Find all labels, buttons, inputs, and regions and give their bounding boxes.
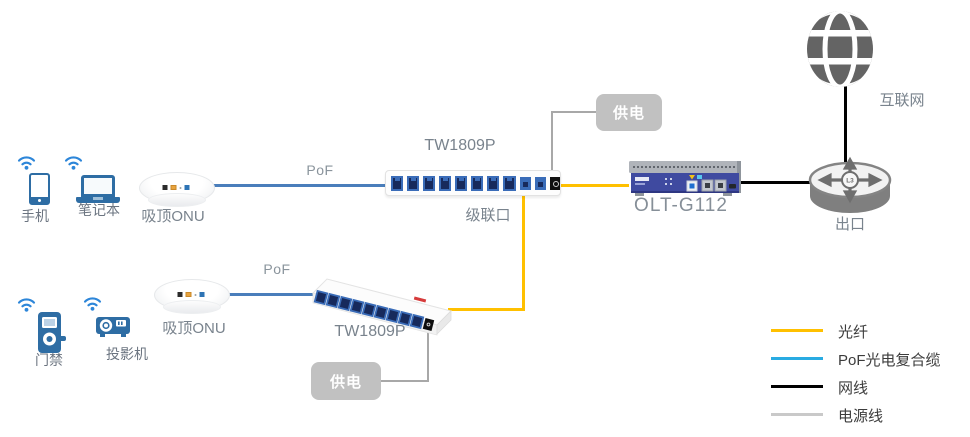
wifi-icon [64, 156, 83, 170]
uplink-port [534, 176, 546, 190]
console-port [729, 184, 736, 189]
legend-line-fiber [771, 329, 823, 332]
laptop-icon [76, 175, 120, 203]
rj45-port-row [313, 289, 435, 331]
internet-globe-icon [807, 11, 873, 87]
warning-icon [689, 175, 695, 180]
legend-label-fiber: 光纤 [838, 324, 869, 341]
ethernet-cable-olt-router [740, 181, 814, 184]
wifi-icon [17, 298, 36, 312]
rj45-port [471, 175, 484, 191]
access-control-label: 门禁 [35, 352, 63, 368]
brand-logo [413, 296, 427, 303]
fiber-cable-switch-olt [559, 184, 629, 187]
ethernet-cable-router-internet [844, 84, 847, 172]
projector-icon [96, 317, 130, 337]
switch-bottom-label: TW1809P [334, 323, 406, 340]
fiber-cable-cascade-vertical [522, 196, 525, 311]
cascade-port-label: 级联口 [465, 207, 511, 224]
fiber-cable-cascade-horizontal [448, 308, 525, 311]
switch-top-label: TW1809P [424, 137, 496, 154]
rj45-port [391, 175, 404, 191]
pof-cable-bottom [227, 293, 313, 296]
router-badge: L3 [846, 178, 854, 185]
brand-logo [635, 177, 649, 181]
legend-label-pof: PoF光电复合缆 [838, 352, 941, 369]
rj45-port [439, 175, 452, 191]
rj45-port [407, 175, 420, 191]
onu-bottom-label: 吸顶ONU [162, 320, 226, 337]
rj45-port [503, 175, 516, 191]
power-supply-box-bottom: 供电 [311, 362, 381, 400]
onu-ports [162, 185, 190, 190]
pof-link-label-bottom: PoF [263, 261, 291, 277]
phone-icon [29, 173, 50, 205]
olt-label: OLT-G112 [634, 195, 728, 216]
access-control-icon [38, 312, 66, 353]
ceiling-onu-top [139, 172, 215, 207]
uplink-port [519, 176, 531, 190]
wifi-icon [83, 297, 102, 311]
wifi-icon [17, 156, 36, 170]
legend-line-pof [771, 357, 823, 360]
legend-label-ethernet: 网线 [838, 380, 869, 397]
rj45-port [455, 175, 468, 191]
pof-link-label-top: PoF [306, 162, 334, 178]
power-cable-bottom-vertical [427, 326, 429, 382]
legend-line-power [771, 413, 823, 416]
power-cable-top-vertical [551, 111, 553, 171]
ceiling-onu-bottom [154, 279, 230, 314]
dc-power-port [549, 176, 560, 190]
switch-tw1809p-top [385, 170, 561, 196]
power-supply-box-top: 供电 [596, 94, 662, 131]
internet-label: 互联网 [879, 92, 925, 109]
switch-tw1809p-bottom [312, 278, 452, 336]
legend-line-ethernet [771, 385, 823, 388]
rj45-port [487, 175, 500, 191]
dc-power-port [422, 318, 435, 331]
legend-label-power: 电源线 [838, 408, 884, 425]
phone-label: 手机 [21, 208, 49, 224]
onu-ports [177, 292, 205, 297]
olt-g112-device [629, 161, 741, 196]
rj45-port [423, 175, 436, 191]
onu-top-label: 吸顶ONU [141, 208, 205, 225]
pof-cable-top [211, 184, 387, 187]
power-cable-bottom-horizontal [381, 380, 429, 382]
l3-router-icon: L3 [808, 156, 892, 213]
router-label: 出口 [834, 216, 865, 233]
projector-label: 投影机 [106, 346, 148, 362]
laptop-label: 笔记本 [78, 202, 120, 218]
power-cable-top-horizontal [551, 111, 597, 113]
